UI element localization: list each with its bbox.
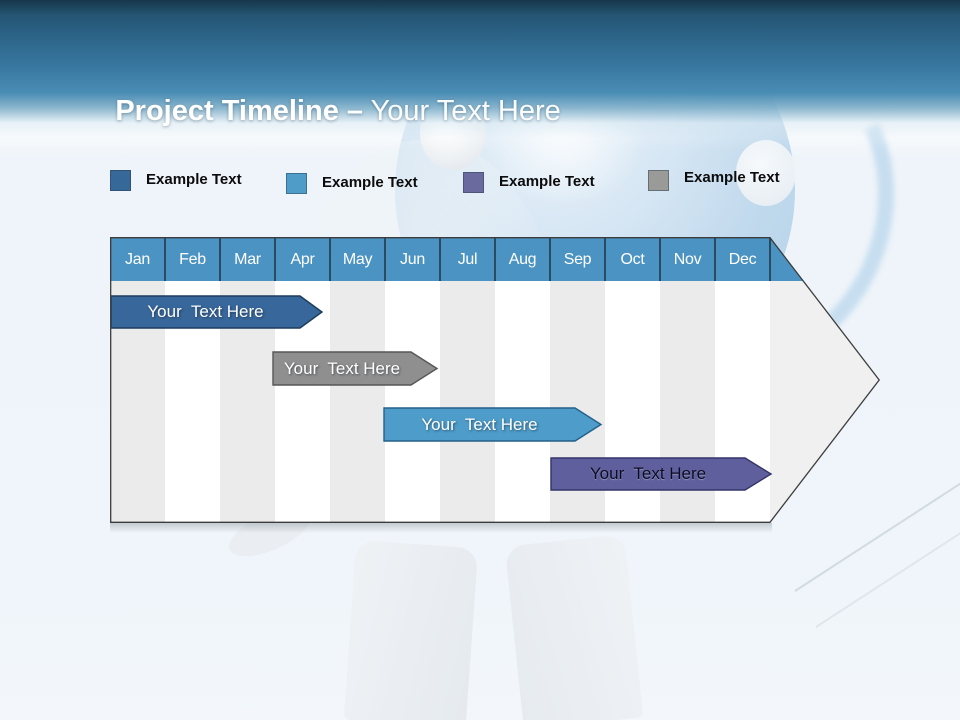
task-bar-label: Your Text Here bbox=[421, 415, 538, 434]
month-cell: Aug bbox=[508, 251, 537, 268]
page-title: Project Timeline – Your Text Here bbox=[67, 62, 561, 161]
legend-label: Example Text bbox=[322, 174, 418, 191]
month-cell: Oct bbox=[620, 251, 645, 268]
task-bar-4 bbox=[550, 457, 773, 491]
timeline-bottom-shadow bbox=[110, 523, 772, 533]
legend-swatch-gray bbox=[648, 170, 669, 191]
timeline-text-layer: Jan Feb Mar Apr May Jun Jul Aug Sep Oct … bbox=[110, 237, 881, 523]
month-header-band bbox=[110, 237, 820, 281]
month-cell: May bbox=[342, 251, 373, 268]
figure-left-leg bbox=[343, 539, 479, 720]
timeline-clip-group bbox=[110, 237, 879, 523]
month-cell: Dec bbox=[728, 251, 757, 268]
legend-label: Example Text bbox=[684, 169, 780, 186]
stripe-jan bbox=[110, 237, 165, 523]
month-cell: Jul bbox=[457, 251, 478, 268]
stripe-mar bbox=[220, 237, 275, 523]
timeline-arrow-outline bbox=[110, 237, 881, 523]
task-bar-label: Your Text Here bbox=[147, 302, 264, 321]
legend-swatch-purple bbox=[463, 172, 484, 193]
stripe-aug bbox=[495, 237, 550, 523]
floor-reflection-line bbox=[815, 509, 960, 628]
legend-label: Example Text bbox=[146, 171, 242, 188]
task-bar-2 bbox=[272, 351, 439, 386]
title-main: Project Timeline – bbox=[115, 95, 364, 127]
month-cell: Jan bbox=[125, 251, 150, 268]
month-cell: Jun bbox=[400, 251, 425, 268]
figure-right-leg bbox=[504, 534, 644, 720]
legend-swatch-lightblue bbox=[286, 173, 307, 194]
stripe-feb bbox=[165, 237, 220, 523]
month-cell: Sep bbox=[563, 251, 592, 268]
month-cell: Nov bbox=[673, 251, 702, 268]
task-bar-3 bbox=[383, 407, 603, 442]
timeline-chart bbox=[110, 237, 881, 523]
task-bar-label: Your Text Here bbox=[589, 464, 707, 483]
month-separators bbox=[110, 237, 771, 281]
legend-label: Example Text bbox=[499, 173, 595, 190]
month-cell: Feb bbox=[179, 251, 206, 268]
month-cell: Apr bbox=[290, 251, 315, 268]
task-bar-label: Your Text Here bbox=[283, 359, 401, 378]
figure-hand-on-globe bbox=[736, 140, 796, 206]
month-cell: Mar bbox=[234, 251, 261, 268]
title-subtitle: Your Text Here bbox=[363, 95, 561, 127]
legend-swatch-darkblue bbox=[110, 170, 131, 191]
stripe-jul bbox=[440, 237, 495, 523]
header-band: Project Timeline – Your Text Here bbox=[0, 0, 960, 150]
